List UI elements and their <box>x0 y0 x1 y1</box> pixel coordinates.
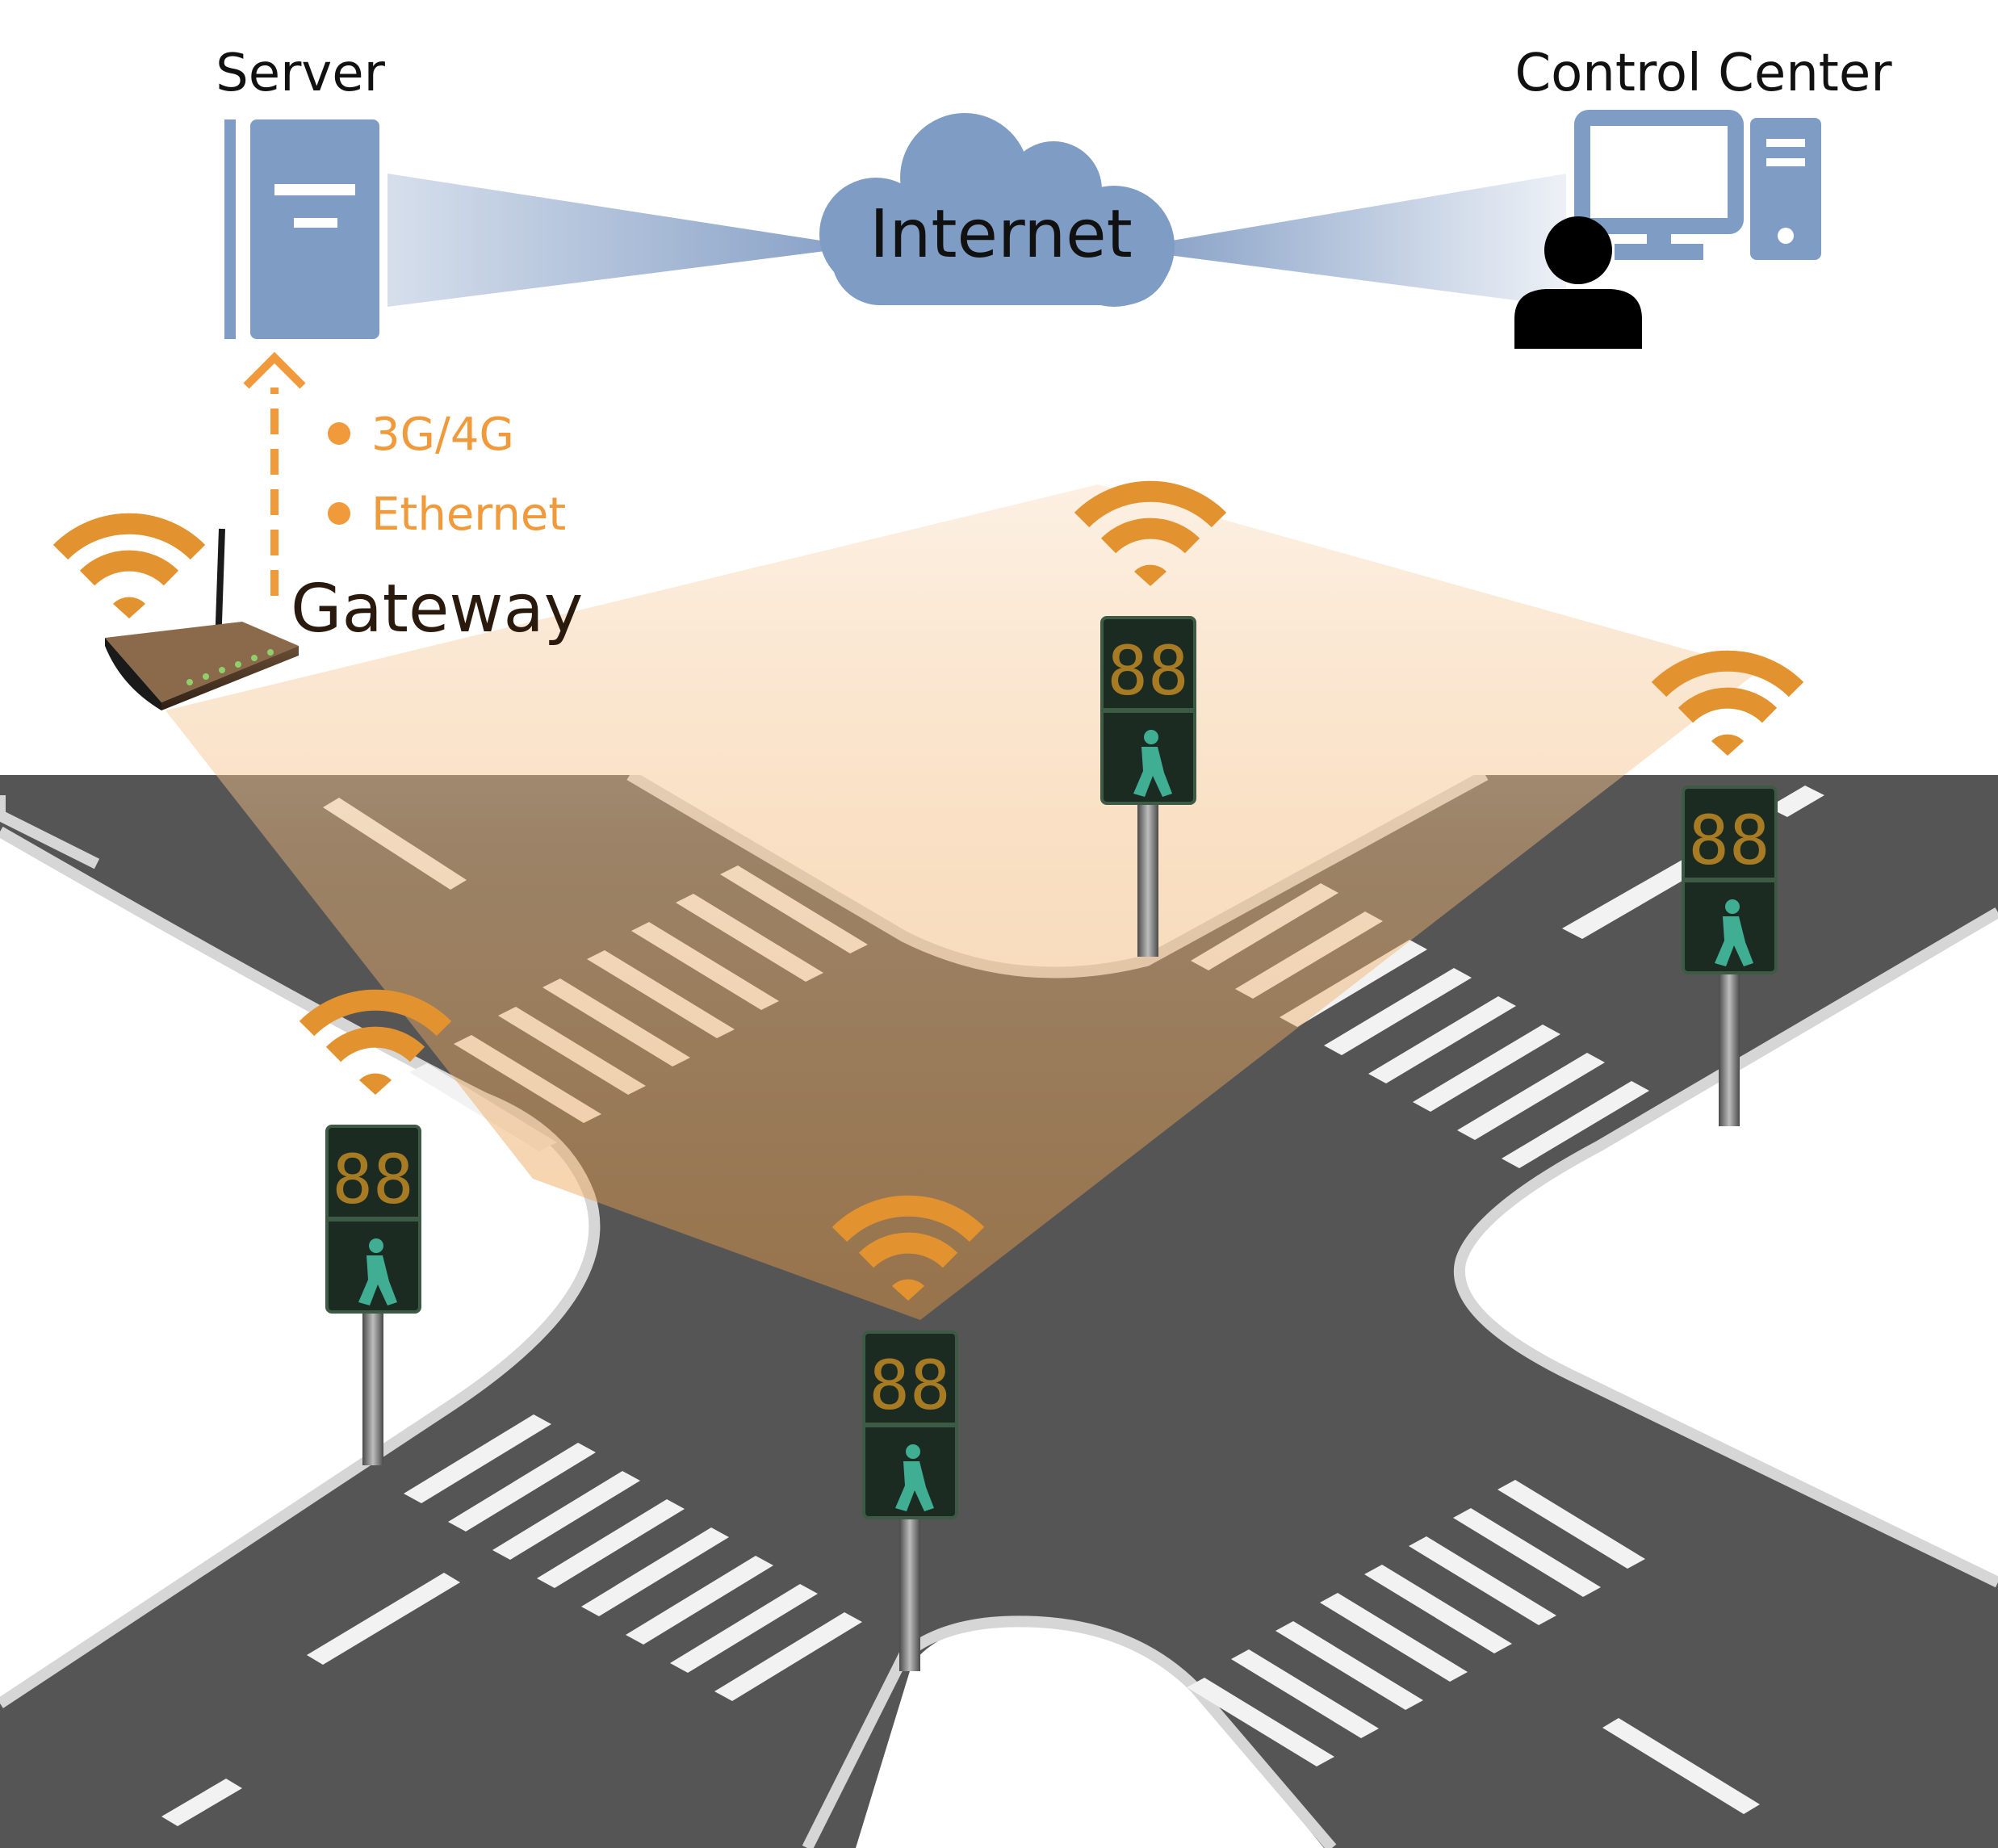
legend-bullet <box>328 422 350 445</box>
link-3g4g-label: 3G/4G <box>371 409 514 461</box>
signal-pole <box>1719 949 1740 1126</box>
wifi-icon <box>299 989 452 1095</box>
gateway-label: Gateway <box>291 571 583 647</box>
cloud-icon <box>819 113 1175 307</box>
countdown-digits: 88 <box>1107 631 1188 710</box>
user-icon <box>1514 216 1642 349</box>
desktop-computer-icon <box>1574 110 1821 260</box>
signal-pole <box>362 1288 383 1465</box>
countdown-digits: 88 <box>332 1140 413 1219</box>
server-internet-link <box>387 174 831 307</box>
server-label: Server <box>216 44 386 103</box>
signal-pole <box>899 1494 920 1671</box>
signal-pole <box>1137 779 1158 957</box>
pedestrian-signal-icon: 88 <box>1682 786 1778 1126</box>
pedestrian-signal-icon: 88 <box>1100 616 1196 957</box>
router-icon <box>105 528 299 710</box>
walking-figure-icon <box>358 1238 397 1305</box>
wifi-icon <box>1651 650 1804 756</box>
walking-figure-icon <box>1715 899 1753 966</box>
pedestrian-signal-icon: 88 <box>862 1330 958 1671</box>
internet-control-link <box>1162 174 1566 307</box>
wifi-icon <box>831 1195 985 1301</box>
internet-label: Internet <box>869 196 1133 273</box>
wireless-coverage-area <box>165 484 1760 1320</box>
countdown-digits: 88 <box>869 1346 950 1425</box>
server-icon <box>224 119 379 339</box>
link-ethernet-label: Ethernet <box>371 488 566 541</box>
legend-bullet <box>328 502 350 525</box>
walking-figure-icon <box>1133 730 1172 797</box>
control-center-label: Control Center <box>1514 44 1892 103</box>
dashed-arrow-up-icon <box>243 351 306 596</box>
wifi-icon <box>1074 480 1227 586</box>
walking-figure-icon <box>895 1444 934 1511</box>
wifi-icon <box>52 513 206 618</box>
countdown-digits: 88 <box>1688 801 1770 880</box>
pedestrian-signal-icon: 88 <box>325 1125 421 1465</box>
